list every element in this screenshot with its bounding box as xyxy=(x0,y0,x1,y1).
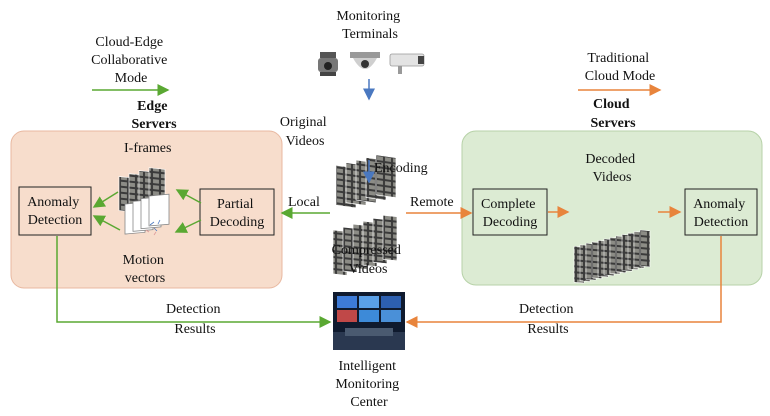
encoding-label: Encoding xyxy=(374,161,428,176)
bullet-camera-icon xyxy=(389,53,425,74)
edge-anomaly-detection-box xyxy=(18,186,92,236)
right-detection-results-label: Detection Results xyxy=(519,302,577,337)
left-legend-label: Cloud-Edge Collaborative Mode xyxy=(91,35,171,86)
original-videos-label: Original Videos xyxy=(280,115,330,149)
dome-camera-icon xyxy=(350,52,380,69)
right-legend-label: Traditional Cloud Mode xyxy=(585,51,655,84)
partial-decoding-label: Partial Decoding xyxy=(210,197,264,230)
remote-label: Remote xyxy=(410,195,454,210)
left-detection-results-label: Detection Results xyxy=(166,302,224,337)
cloud-anomaly-detection-box xyxy=(684,188,758,236)
iframes-stack xyxy=(118,167,166,213)
motion-vectors-label: Motion vectors xyxy=(123,253,168,286)
monitoring-center-image xyxy=(333,292,405,350)
motion-vectors-stack xyxy=(124,193,170,236)
decoded-videos-stack xyxy=(573,229,651,284)
cloud-anomaly-detection-label: Anomaly Detection xyxy=(693,197,749,230)
local-label: Local xyxy=(288,195,320,210)
ptz-camera-icon xyxy=(318,52,338,76)
partial-decoding-box xyxy=(199,188,275,236)
iframes-label: I-frames xyxy=(124,141,171,156)
edge-results-path xyxy=(56,236,332,328)
compressed-videos-label: Compressed Videos xyxy=(332,243,405,277)
compressed-videos-stack xyxy=(332,214,398,276)
cloud-results-path xyxy=(405,236,722,328)
decoded-videos-label: Decoded Videos xyxy=(585,152,638,185)
cloud-servers-title: Cloud Servers xyxy=(590,97,636,131)
iframes-to-detection-arrow xyxy=(92,191,119,208)
decode-to-motion-arrow xyxy=(174,219,202,233)
monitoring-center-label: Intelligent Monitoring Center xyxy=(335,359,402,410)
motion-to-detection-arrow xyxy=(92,215,121,231)
complete-decoding-label: Complete Decoding xyxy=(481,197,539,230)
edge-servers-title: Edge Servers xyxy=(131,99,177,132)
camera-icons xyxy=(318,52,425,76)
complete-decoding-box xyxy=(472,188,548,236)
original-videos-stack xyxy=(335,154,397,209)
monitoring-terminals-label: Monitoring Terminals xyxy=(336,9,403,42)
decode-to-iframes-arrow xyxy=(175,189,202,204)
edge-anomaly-detection-label: Anomaly Detection xyxy=(27,195,83,228)
